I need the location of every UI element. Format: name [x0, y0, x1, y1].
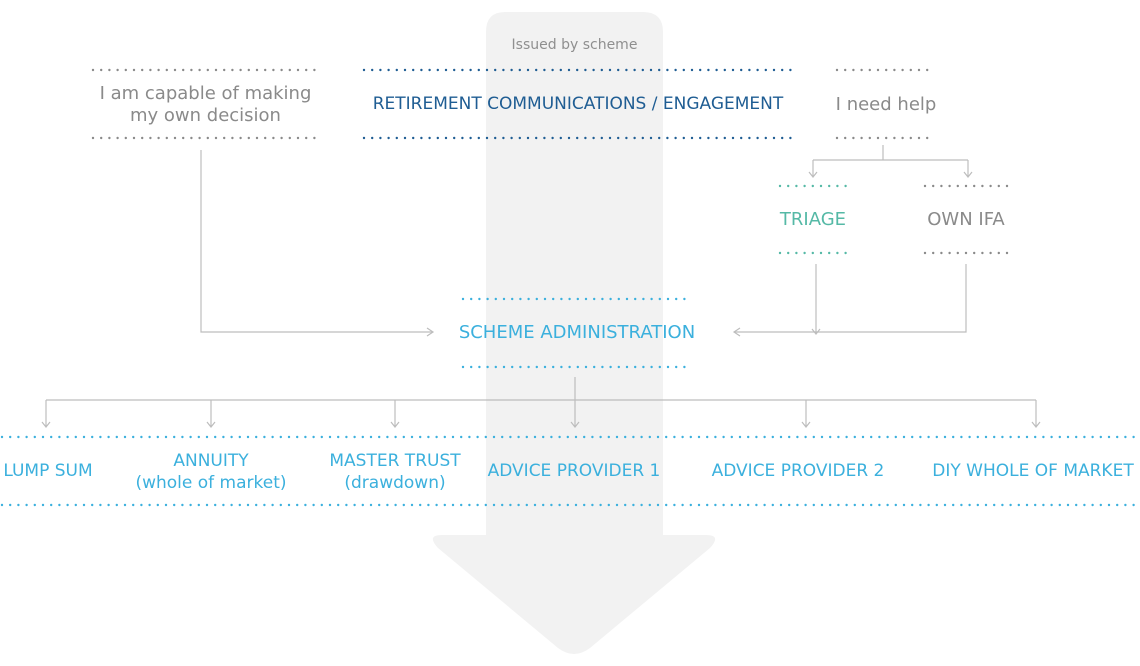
option-lump-sum: LUMP SUM: [3, 461, 93, 481]
triage-label: TRIAGE: [779, 209, 847, 230]
annuity-subtitle: (whole of market): [135, 473, 287, 493]
option-advice-provider-1: ADVICE PROVIDER 1: [487, 461, 661, 481]
option-master-trust: MASTER TRUST (drawdown): [314, 450, 476, 494]
master-trust-title: MASTER TRUST: [329, 451, 461, 471]
self-decision-box: I am capable of making my own decision: [93, 83, 318, 127]
option-diy-whole-of-market: DIY WHOLE OF MARKET: [932, 461, 1134, 481]
own-ifa-label: OWN IFA: [927, 209, 1005, 230]
scheme-administration-label: SCHEME ADMINISTRATION: [458, 322, 696, 343]
issued-by-scheme-label: Issued by scheme: [511, 37, 638, 53]
background-down-arrow: [432, 12, 716, 654]
master-trust-subtitle: (drawdown): [344, 473, 446, 493]
option-advice-provider-2: ADVICE PROVIDER 2: [711, 461, 885, 481]
retirement-communications-label: RETIREMENT COMMUNICATIONS / ENGAGEMENT: [372, 94, 784, 114]
self-decision-line1: I am capable of making: [99, 83, 312, 104]
need-help-label: I need help: [835, 94, 937, 115]
self-decision-line2: my own decision: [130, 105, 281, 126]
option-annuity: ANNUITY (whole of market): [126, 450, 296, 494]
connector-lines: [41, 145, 1041, 428]
annuity-title: ANNUITY: [173, 451, 249, 471]
